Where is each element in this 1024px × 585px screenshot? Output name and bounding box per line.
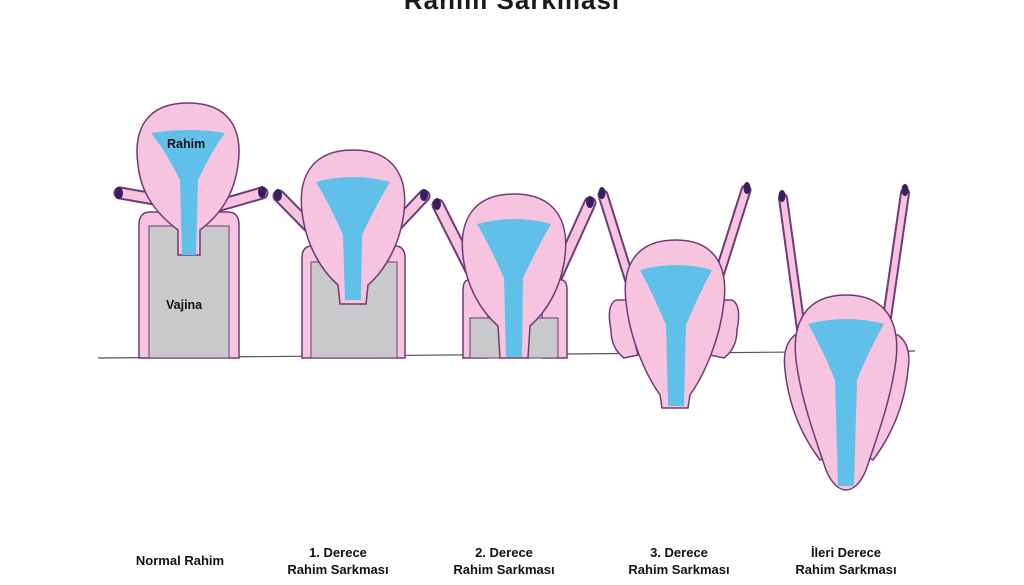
stage-label-line2: Rahim Sarkması bbox=[287, 562, 389, 577]
stage-label-line1: 2. Derece bbox=[475, 545, 533, 560]
stage-label-1: 1. Derece Rahim Sarkması bbox=[253, 544, 423, 578]
stage-label-normal: Normal Rahim bbox=[95, 552, 265, 569]
stage-label-line1: 3. Derece bbox=[650, 545, 708, 560]
diagram-title: Rahim Sarkması bbox=[403, 0, 621, 15]
stage-label-line2: Rahim Sarkması bbox=[795, 562, 897, 577]
stage-label-3: 3. Derece Rahim Sarkması bbox=[594, 544, 764, 578]
uterus-label: Rahim bbox=[167, 137, 206, 151]
stage-label-line2: Rahim Sarkması bbox=[453, 562, 555, 577]
ligament-tip bbox=[258, 186, 266, 198]
stage-advanced-figure bbox=[778, 184, 910, 491]
stage-normal-figure bbox=[113, 102, 269, 359]
stage-label-2: 2. Derece Rahim Sarkması bbox=[419, 544, 589, 578]
stage-1-figure bbox=[272, 149, 431, 359]
stage-label-line1: 1. Derece bbox=[309, 545, 367, 560]
stage-3-figure bbox=[597, 182, 752, 409]
stage-label-line1: İleri Derece bbox=[810, 545, 882, 560]
stage-label-line1: Normal Rahim bbox=[135, 553, 225, 568]
vagina-label: Vajina bbox=[166, 298, 203, 312]
uterine-cavity bbox=[151, 130, 225, 255]
stage-2-figure bbox=[431, 193, 597, 359]
ligament-tip bbox=[115, 187, 123, 199]
stage-label-advanced: İleri Derece Rahim Sarkması bbox=[761, 544, 931, 578]
stage-label-line2: Rahim Sarkması bbox=[628, 562, 730, 577]
